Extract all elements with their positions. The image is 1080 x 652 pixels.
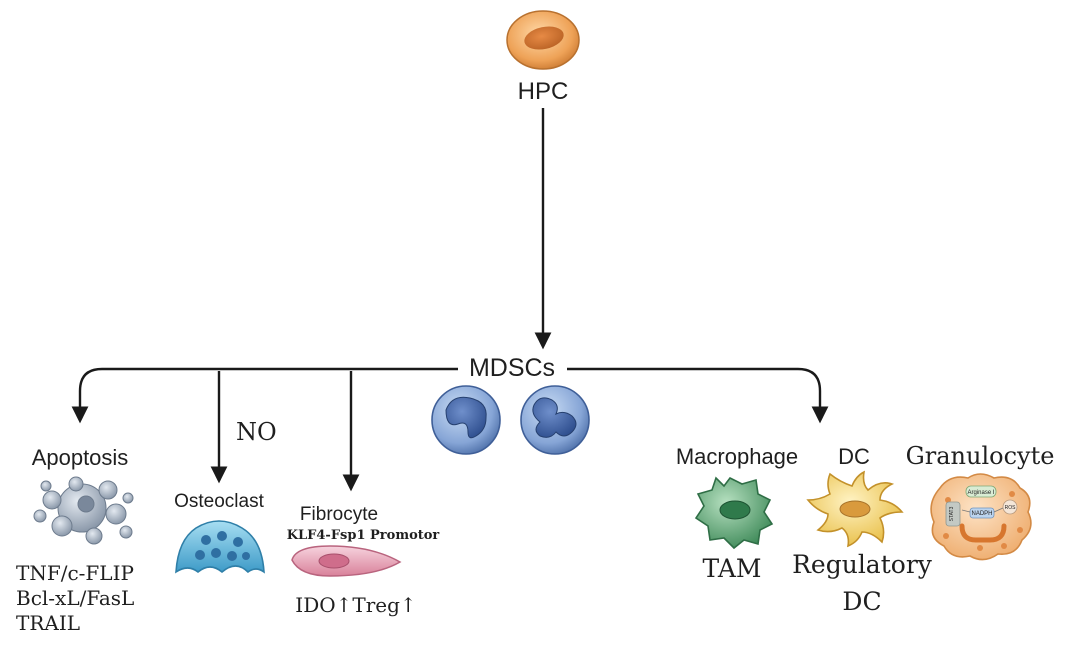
apoptosis-factor-3: TRAIL bbox=[16, 611, 80, 635]
fibrocyte-cell-icon bbox=[291, 545, 402, 577]
macrophage-label: Macrophage bbox=[676, 444, 798, 469]
ido-treg-label: IDO↑Treg↑ bbox=[295, 593, 416, 617]
mdscs-label: MDSCs bbox=[469, 354, 555, 382]
osteoclast-label: Osteoclast bbox=[174, 491, 264, 512]
osteoclast-cell-icon bbox=[175, 520, 265, 574]
mdsc-granulocytic-cell-icon bbox=[520, 385, 590, 455]
arginase-label: Arginase I bbox=[967, 490, 994, 496]
dendritic-cell-icon bbox=[806, 470, 904, 548]
apoptosis-factor-2: Bcl-xL/FasL bbox=[16, 586, 134, 610]
granulocyte-cell-icon: STAT3 Arginase I NADPH ROS bbox=[930, 473, 1032, 561]
ros-label: ROS bbox=[1005, 505, 1017, 511]
branch-right bbox=[567, 367, 829, 424]
nadph-label: NADPH bbox=[971, 511, 992, 517]
tam-label: TAM bbox=[703, 554, 762, 583]
hpc-cell-icon bbox=[506, 10, 580, 70]
mdsc-monocytic-cell-icon bbox=[431, 385, 501, 455]
dc-label: DC bbox=[838, 444, 870, 469]
fibrocyte-label: Fibrocyte bbox=[300, 504, 378, 525]
apoptosis-label: Apoptosis bbox=[32, 445, 129, 470]
granulocyte-label: Granulocyte bbox=[906, 442, 1055, 470]
no-label: NO bbox=[236, 418, 277, 446]
regulatory-dc-label-line1: Regulatory bbox=[792, 550, 933, 579]
branch-left bbox=[71, 367, 458, 424]
hpc-label: HPC bbox=[518, 78, 569, 105]
stat3-label: STAT3 bbox=[949, 506, 955, 521]
macrophage-cell-icon bbox=[694, 476, 774, 550]
regulatory-dc-label-line2: DC bbox=[842, 587, 881, 616]
apoptotic-cell-icon bbox=[33, 476, 134, 545]
apoptosis-factor-1: TNF/c-FLIP bbox=[16, 561, 134, 585]
klf4-promotor-label: KLF4-Fsp1 Promotor bbox=[287, 528, 440, 543]
